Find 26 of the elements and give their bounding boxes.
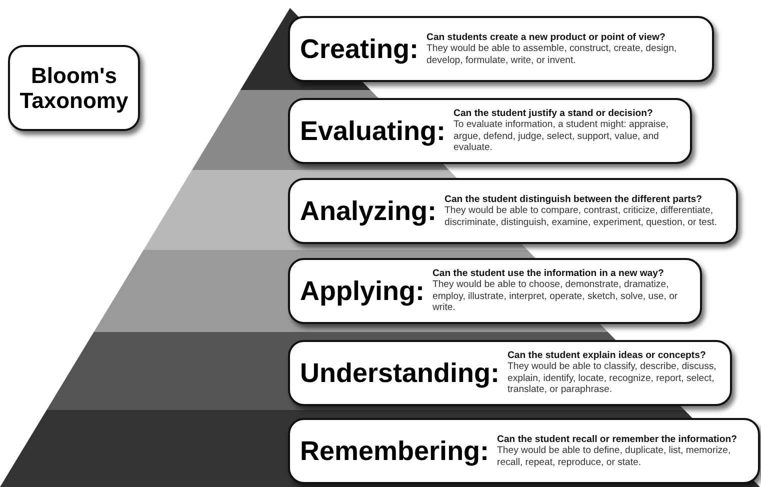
guiding-question: Can the student distinguish between the different parts? — [444, 194, 703, 205]
level-heading: Evaluating: — [300, 116, 446, 146]
level-heading: Creating: — [300, 34, 419, 64]
verb-list: They would be able to assemble, construct, create, design, develop, formulate, write, or invent. — [426, 43, 712, 66]
level-box — [288, 178, 738, 244]
verb-list: They would be able to classify, describe, discuss, explain, identify, locate, recognize, report, select, translate, or paraphrase. — [508, 361, 730, 396]
verb-list: They would be able to compare, contrast, criticize, differentiate, discriminate, distinguish, examine, experiment, question, or test. — [444, 205, 736, 228]
level-box — [288, 340, 732, 406]
guiding-question: Can the student justify a stand or decision? — [454, 108, 654, 120]
level-heading: Understanding: — [300, 358, 500, 388]
guiding-question: Can the student use the information in a new way? — [432, 268, 665, 280]
guiding-question: Can students create a new product or point of view? — [426, 32, 666, 43]
guiding-question: Can the student explain ideas or concepts? — [508, 350, 707, 362]
level-box — [288, 16, 714, 82]
guiding-question: Can the student recall or remember the information? — [497, 434, 738, 445]
level-heading: Analyzing: — [300, 196, 437, 226]
node-label: Bloom's Taxonomy — [18, 62, 130, 114]
level-box — [288, 418, 760, 484]
level-heading: Remembering: — [300, 436, 490, 466]
title-box — [8, 45, 140, 131]
level-box — [288, 258, 702, 324]
level-heading: Applying: — [300, 276, 424, 306]
level-box — [288, 98, 692, 164]
verb-list: To evaluate information, a student might: appraise, argue, defend, judge, select, support, value, and evaluate. — [454, 119, 690, 154]
verb-list: They would be able to define, duplicate, list, memorize, recall, repeat, reproduce, or state. — [497, 445, 758, 468]
verb-list: They would be able to choose, demonstrate, dramatize, employ, illustrate, interpret, operate, sketch, solve, use, or write. — [432, 279, 700, 314]
